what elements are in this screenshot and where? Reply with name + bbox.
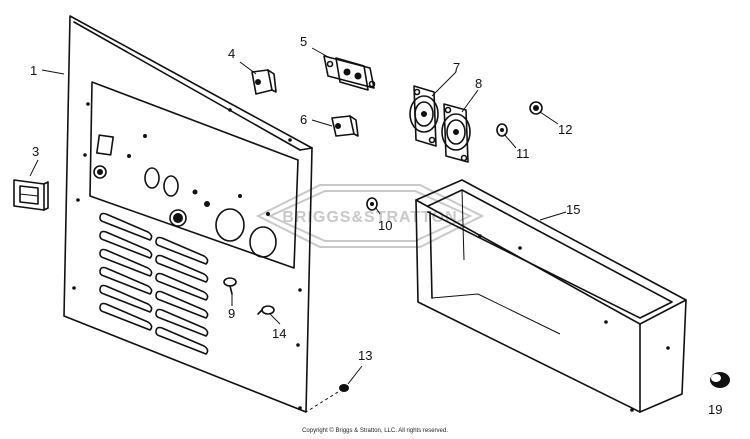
part-15-housing [415, 179, 687, 413]
part-5-duplex-receptacle [323, 55, 376, 91]
callout-10: 10 [378, 218, 392, 233]
part-19-grommet [710, 372, 730, 388]
callout-6: 6 [300, 112, 307, 127]
part-7-receptacle [409, 85, 439, 147]
watermark-text: BRIGGS&STRATTON [282, 209, 457, 226]
part-4-breaker [251, 69, 277, 95]
part-12-nut [529, 101, 543, 115]
part-11-nut [496, 123, 508, 137]
part-14-screw [257, 305, 275, 315]
part-9-screw [223, 277, 237, 295]
callout-8: 8 [475, 76, 482, 91]
brand-watermark: BRIGGS&STRATTON [255, 184, 485, 248]
part-10-nut [366, 197, 378, 211]
part-6-breaker [331, 115, 359, 137]
callout-4: 4 [228, 46, 235, 61]
callout-3: 3 [32, 144, 39, 159]
leader-lines [29, 47, 567, 385]
callout-5: 5 [300, 34, 307, 49]
copyright-notice: Copyright © Briggs & Stratton, LLC. All … [302, 428, 448, 434]
louvers-right [155, 236, 209, 355]
louvers-left [99, 212, 153, 331]
part-1-control-panel [63, 15, 313, 413]
callout-15: 15 [566, 202, 580, 217]
part-8-receptacle [441, 103, 471, 163]
callout-19: 19 [708, 402, 722, 417]
part-3-switch [13, 179, 49, 211]
callout-1: 1 [30, 63, 37, 78]
callout-9: 9 [228, 306, 235, 321]
callout-12: 12 [558, 122, 572, 137]
callout-7: 7 [453, 60, 460, 75]
callout-13: 13 [358, 348, 372, 363]
callout-11: 11 [516, 146, 530, 161]
part-13-screw [305, 384, 349, 413]
callout-14: 14 [272, 326, 286, 341]
